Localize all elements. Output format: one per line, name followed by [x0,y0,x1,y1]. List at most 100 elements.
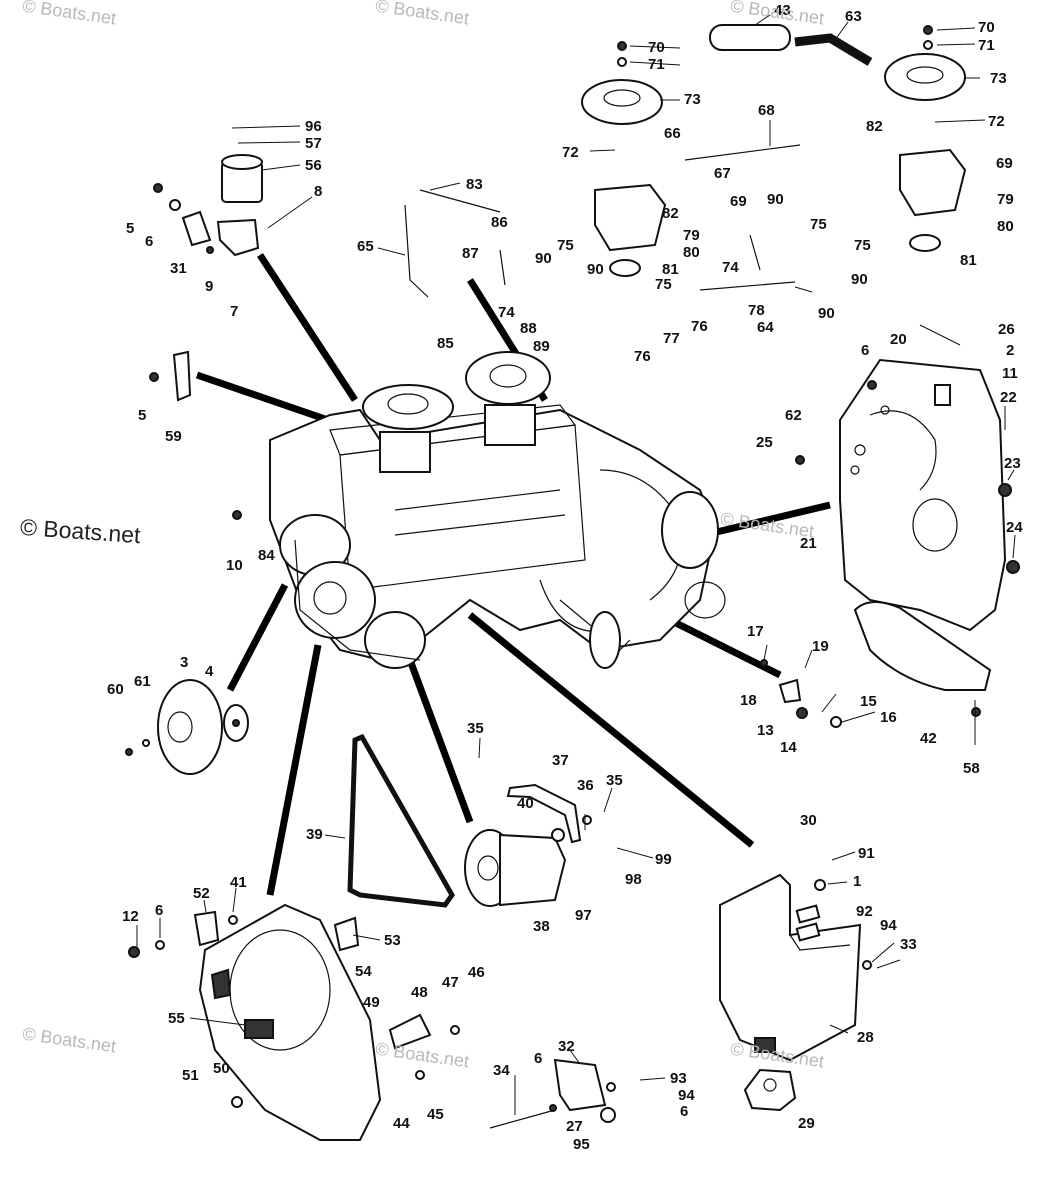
callout-71b: 71 [978,37,995,54]
callout-3: 3 [180,654,188,671]
alternator [464,829,567,907]
callout-72b: 72 [988,113,1005,130]
callout-5b: 5 [138,407,146,424]
callout-93: 93 [670,1070,687,1087]
callout-48: 48 [411,984,428,1001]
callout-69a: 69 [730,193,747,210]
callout-99: 99 [655,851,672,868]
callout-91: 91 [858,845,875,862]
callout-88: 88 [520,320,537,337]
callout-73a: 73 [684,91,701,108]
callout-51: 51 [182,1067,199,1084]
fuel-hoses [709,24,873,66]
callout-82b: 82 [866,118,883,135]
crankshaft-pulley [157,679,249,775]
callout-73b: 73 [990,70,1007,87]
callout-90b: 90 [587,261,604,278]
callout-76b: 76 [691,318,708,335]
drive-belt [347,733,455,908]
leader-lines [136,14,1016,1115]
callout-75c: 75 [810,216,827,233]
callout-94b: 94 [678,1087,695,1104]
callout-30: 30 [800,812,817,829]
callout-31: 31 [170,260,187,277]
callout-71a: 71 [648,56,665,73]
callout-4: 4 [205,663,214,680]
callout-6d: 6 [534,1050,542,1067]
callout-10: 10 [226,557,243,574]
callout-25: 25 [756,434,773,451]
callout-26: 26 [998,321,1015,338]
callout-59: 59 [165,428,182,445]
callout-33: 33 [900,936,917,953]
mount-bracket [489,1058,607,1129]
callout-44: 44 [393,1115,410,1132]
callout-80a: 80 [683,244,700,261]
callout-95: 95 [573,1136,590,1153]
callout-43: 43 [774,2,791,19]
callout-15: 15 [860,693,877,710]
callout-50: 50 [213,1060,230,1077]
callout-46: 46 [468,964,485,981]
callout-22: 22 [1000,389,1017,406]
fuel-filter [181,154,263,257]
callout-35a: 35 [467,720,484,737]
callout-87: 87 [462,245,479,262]
callout-63: 63 [845,8,862,25]
center-carburetor [581,79,667,277]
callout-74b: 74 [722,259,739,276]
right-carburetor [884,53,967,252]
callout-61: 61 [134,673,151,690]
callout-85: 85 [437,335,454,352]
callout-77: 77 [663,330,680,347]
callout-39: 39 [306,826,323,843]
callout-56: 56 [305,157,322,174]
callout-17: 17 [747,623,764,640]
callout-62: 62 [785,407,802,424]
callout-79a: 79 [683,227,700,244]
callout-80b: 80 [997,218,1014,235]
callout-35b: 35 [606,772,623,789]
callout-labels: 96 57 56 8 5 6 31 9 7 70 71 73 72 66 68 … [107,2,1023,1153]
callout-79b: 79 [997,191,1014,208]
linkage-rods [172,144,801,402]
callout-8: 8 [314,183,322,200]
alternator-bracket [506,783,582,844]
callout-90c: 90 [818,305,835,322]
oil-pan [719,873,862,1062]
callout-92: 92 [856,903,873,920]
callout-67: 67 [714,165,731,182]
callout-32: 32 [558,1038,575,1055]
bell-housing [839,358,1007,632]
callout-24: 24 [1006,519,1023,536]
callout-70b: 70 [978,19,995,36]
callout-19: 19 [812,638,829,655]
callout-84: 84 [258,547,275,564]
callout-2: 2 [1006,342,1014,359]
callout-6b: 6 [861,342,869,359]
callout-78: 78 [748,302,765,319]
callout-1: 1 [853,873,861,890]
callout-83: 83 [466,176,483,193]
callout-21: 21 [800,535,817,552]
callout-37: 37 [552,752,569,769]
callout-11: 11 [1002,365,1018,382]
callout-64: 64 [757,319,774,336]
callout-49: 49 [363,994,380,1011]
callout-65: 65 [357,238,374,255]
callout-96: 96 [305,118,322,135]
callout-89: 89 [533,338,550,355]
callout-45: 45 [427,1106,444,1123]
callout-98: 98 [625,871,642,888]
callout-23: 23 [1004,455,1021,472]
callout-72a: 72 [562,144,579,161]
callout-27: 27 [566,1118,583,1135]
callout-47: 47 [442,974,459,991]
callout-36: 36 [577,777,594,794]
callout-75b: 75 [655,276,672,293]
callout-5a: 5 [126,220,134,237]
callout-6c: 6 [155,902,163,919]
callout-90e: 90 [851,271,868,288]
callout-94a: 94 [880,917,897,934]
callout-53: 53 [384,932,401,949]
